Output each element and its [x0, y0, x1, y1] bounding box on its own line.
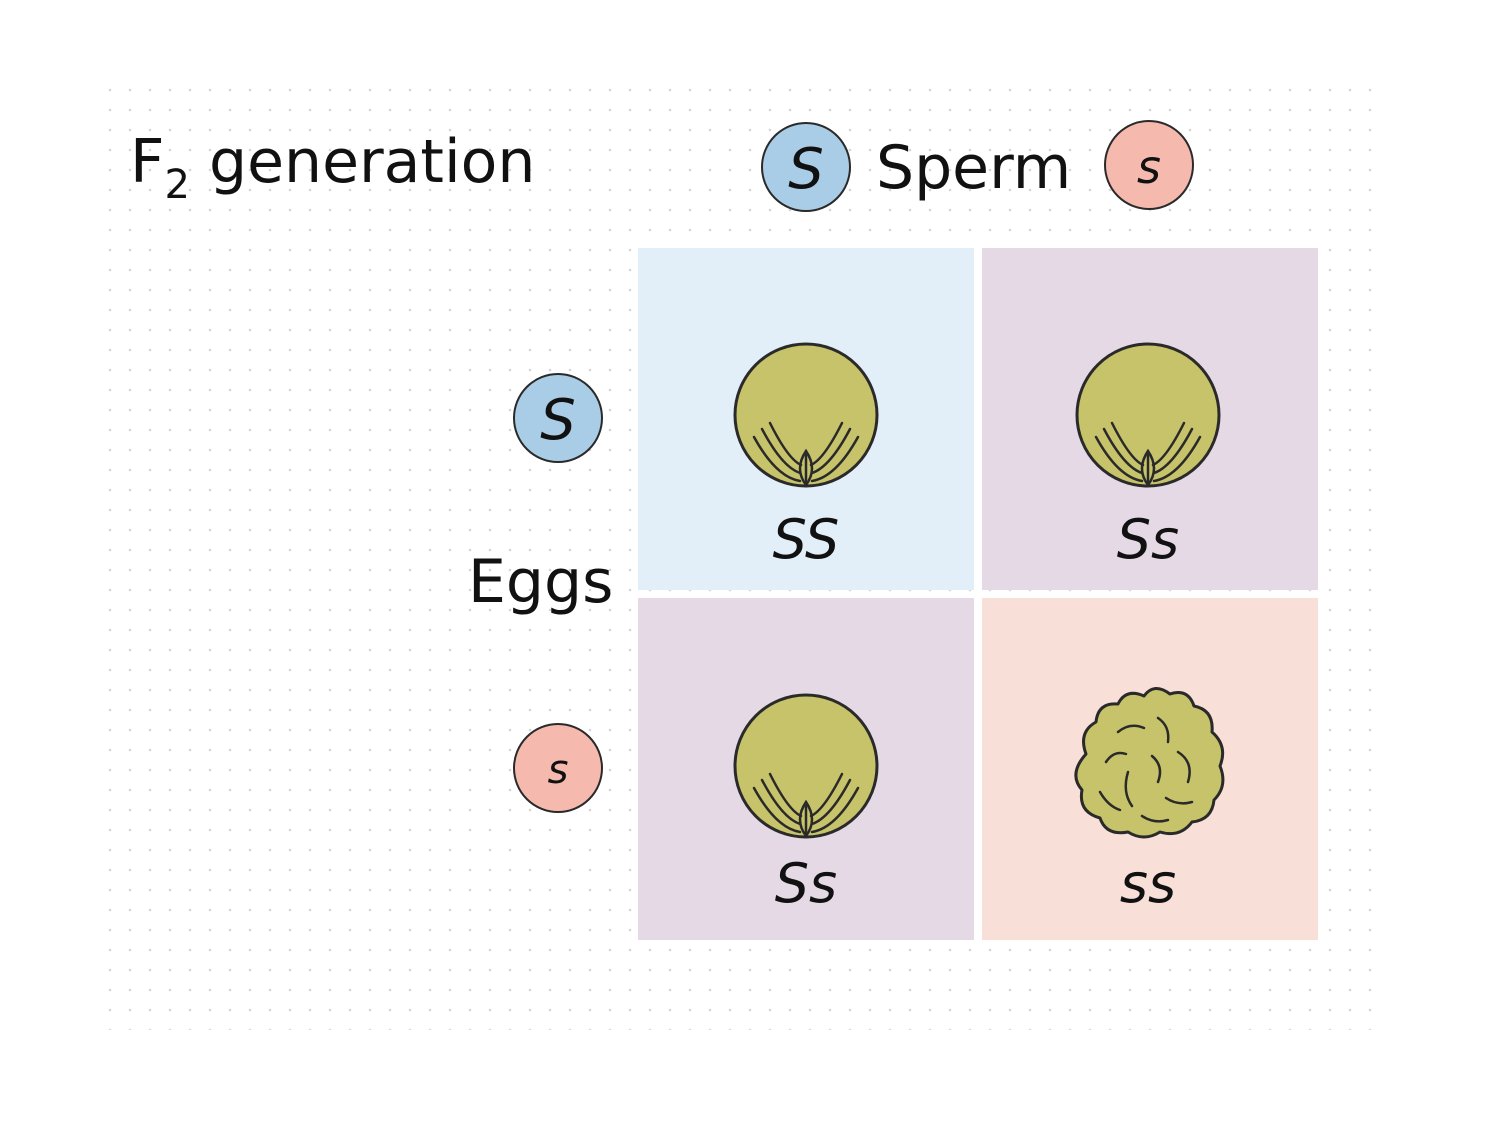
seed-crease [1140, 814, 1170, 823]
seed-body [1074, 687, 1225, 839]
seed-vein [1102, 427, 1144, 475]
cell-genotype: Ss [1117, 508, 1179, 571]
punnett-cell-ss-dominant: SS [638, 248, 974, 590]
title-subscript: 2 [165, 162, 190, 208]
seed-vein [798, 799, 814, 839]
title-main: F [130, 127, 165, 197]
seed-crease [1098, 790, 1122, 812]
wrinkled-seed-icon [1074, 687, 1225, 839]
seed-crease [1124, 770, 1134, 808]
seed-vein [1152, 427, 1194, 475]
seed-crease [1176, 750, 1191, 784]
seed-vein [768, 772, 803, 818]
cell-genotype: ss [1120, 852, 1176, 915]
punnett-cell-ss-heterozygous-bottom: Ss [638, 598, 974, 940]
seed-vein [810, 778, 852, 826]
punnett-cell-ss-heterozygous-top: Ss [982, 248, 1318, 590]
sperm-gamete-dominant: S [761, 122, 851, 212]
seed-crease [1164, 796, 1194, 805]
egg-circle-recessive [513, 723, 603, 813]
sperm-allele-recessive: s [1137, 140, 1161, 194]
title-f2-generation: F2 generation [130, 127, 535, 208]
sperm-circle-recessive [1104, 120, 1194, 210]
cell-genotype: Ss [775, 852, 837, 915]
sperm-allele-dominant: S [788, 137, 824, 202]
seed-vein [752, 786, 802, 834]
cell-genotype: SS [773, 508, 840, 571]
seed-vein [1140, 448, 1156, 488]
title-rest: generation [190, 127, 535, 197]
egg-gamete-dominant: S [513, 373, 603, 463]
seed-crease [1156, 716, 1170, 744]
sperm-label: Sperm [876, 133, 1071, 203]
egg-gamete-recessive: s [513, 723, 603, 813]
seed-vein [752, 435, 802, 483]
egg-circle-dominant [513, 373, 603, 463]
seed-vein [760, 427, 802, 475]
seed-vein [809, 772, 844, 818]
punnett-cell-ss-recessive: ss [982, 598, 1318, 940]
sperm-gamete-recessive: s [1104, 120, 1194, 210]
seed-vein [1110, 421, 1145, 467]
egg-allele-recessive: s [548, 747, 569, 793]
round-seed-icon [1075, 342, 1221, 488]
seed-vein [760, 778, 802, 826]
seed-vein [1151, 421, 1186, 467]
seed-vein [1094, 435, 1144, 483]
seed-crease [1116, 724, 1146, 734]
seed-vein [810, 435, 860, 483]
sperm-circle-dominant [761, 122, 851, 212]
seed-vein [798, 448, 814, 488]
punnett-grid: SS Ss Ss ss [638, 248, 1318, 940]
seed-vein [768, 421, 803, 467]
seed-vein [810, 786, 860, 834]
seed-vein [1152, 435, 1202, 483]
seed-crease [1104, 751, 1128, 764]
round-seed-icon [733, 342, 879, 488]
seed-vein [810, 427, 852, 475]
seed-vein [809, 421, 844, 467]
round-seed-icon [733, 693, 879, 839]
seed-crease [1150, 754, 1162, 784]
egg-allele-dominant: S [540, 388, 576, 453]
eggs-label: Eggs [468, 547, 613, 617]
